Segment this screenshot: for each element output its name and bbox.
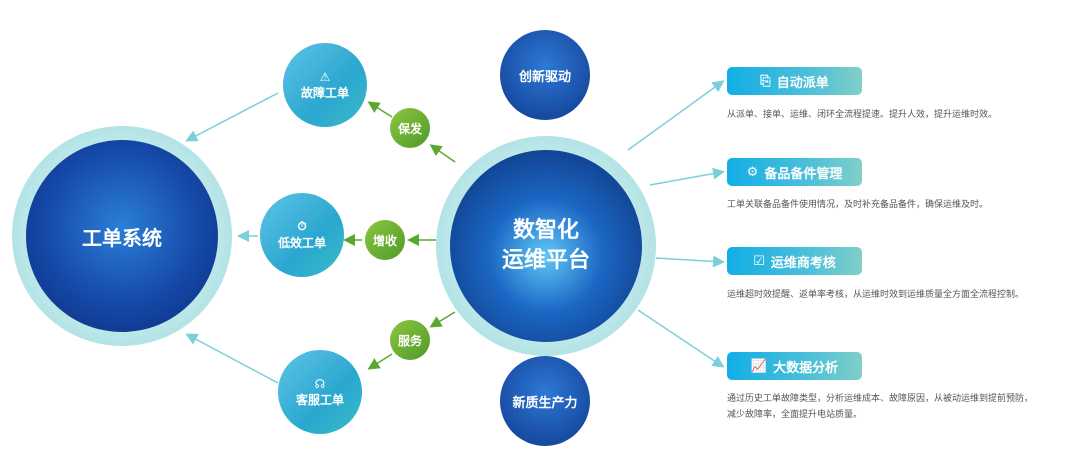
platform-title-2: 运维平台	[501, 248, 590, 273]
green-label: 保发	[397, 121, 422, 136]
feature-big-data: 📈 大数据分析	[727, 352, 862, 380]
platform-title-1: 数智化	[512, 218, 579, 243]
productivity-circle: 新质生产力	[500, 356, 590, 446]
arrow	[627, 80, 725, 151]
productivity-label: 新质生产力	[512, 395, 578, 411]
feature-desc: 从派单、接单、运维、闭环全流程提速。提升人效，提升运维时效。	[727, 110, 998, 120]
parts-gear-icon: ⚙	[746, 164, 759, 180]
feature-vendor-assessment: ☑ 运维商考核	[727, 247, 862, 275]
green-badge: 增收	[365, 220, 405, 260]
arrow	[637, 309, 725, 368]
feature-title: 自动派单	[776, 75, 829, 91]
feature-desc: 运维超时效提醒、返单率考核，从运维时效到运维质量全方面全流程控制。	[727, 290, 1025, 300]
service-order-label: 客服工单	[295, 392, 344, 407]
arrow	[185, 333, 279, 384]
chart-board-icon: 📈	[750, 358, 768, 374]
feature-title: 大数据分析	[773, 360, 839, 376]
feature-title: 备品备件管理	[764, 166, 843, 182]
green-label: 增收	[372, 233, 397, 248]
innovation-circle: 创新驱动	[500, 30, 590, 120]
arrow	[429, 311, 456, 328]
arrow	[367, 353, 393, 370]
arrow	[429, 144, 456, 163]
green-label: 服务	[397, 333, 422, 348]
fault-order-label: 故障工单	[300, 85, 349, 100]
green-badge: 保发	[390, 108, 430, 148]
feature-auto-dispatch: ⎘ 自动派单	[727, 67, 862, 95]
fault-order-circle: ⚠故障工单	[283, 43, 367, 127]
dispatch-icon: ⎘	[760, 73, 771, 89]
service-order-circle: ☊客服工单	[278, 350, 362, 434]
arrow	[185, 92, 279, 142]
arrow	[649, 167, 725, 186]
feature-title: 运维商考核	[770, 255, 836, 271]
headset-icon: ☊	[314, 376, 326, 391]
innovation-label: 创新驱动	[518, 69, 571, 85]
work-order-system: 工单系统	[26, 140, 218, 332]
arrow	[367, 101, 393, 118]
green-badge: 服务	[390, 320, 430, 360]
warning-icon: ⚠	[319, 69, 331, 84]
work-order-system-label: 工单系统	[82, 225, 162, 250]
arrow	[655, 255, 725, 268]
inefficient-order-circle: ⏱ 低效工单	[260, 193, 344, 277]
inefficient-order-label: 低效工单	[277, 236, 326, 250]
checklist-icon: ☑	[753, 253, 765, 269]
feature-desc: 工单关联备品备件使用情况，及时补充备品备件，确保运维及时。	[727, 200, 989, 210]
feature-desc: 通过历史工单故障类型，分析运维成本、故障原因，从被动运维到提前预防，减少故障率，…	[727, 394, 1034, 420]
feature-spare-parts: ⚙ 备品备件管理	[727, 158, 862, 186]
download-clock-icon: ⏱	[297, 219, 307, 233]
platform-circle: 数智化 运维平台	[450, 150, 642, 342]
